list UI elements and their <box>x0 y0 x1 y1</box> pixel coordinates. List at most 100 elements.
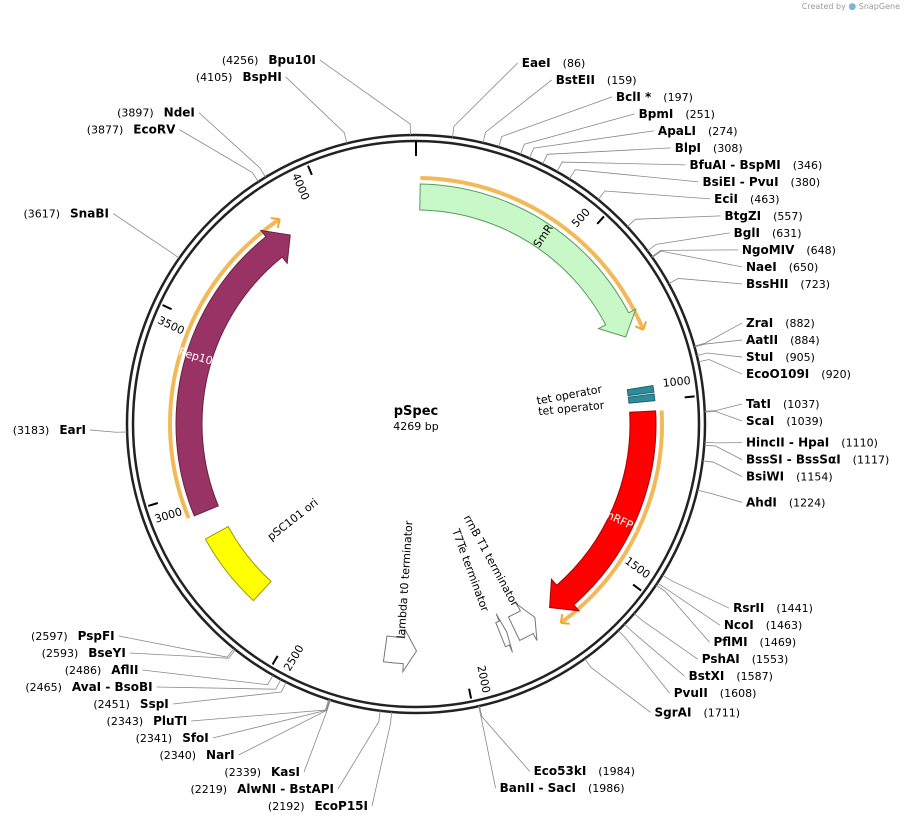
site-name: NdeI <box>164 106 195 120</box>
site-position: (905) <box>785 351 815 364</box>
site-ecoo109i[interactable]: EcoO109I(920) <box>698 359 851 381</box>
site-label: EciI(463) <box>714 192 779 206</box>
site-bpu10i[interactable]: (4256)Bpu10I <box>222 53 411 136</box>
site-aflii[interactable]: (2486)AflII <box>65 663 274 686</box>
site-sspi[interactable]: (2451)SspI <box>93 682 287 711</box>
site-position: (2465) <box>25 681 62 694</box>
site-rsrii[interactable]: RsrII(1441) <box>662 574 813 615</box>
site-ecii[interactable]: EciI(463) <box>597 190 780 206</box>
site-name: RsrII <box>733 601 764 615</box>
site-ngomiv[interactable]: NgoMIV(648) <box>651 243 836 258</box>
site-leader-line <box>704 411 743 422</box>
site-pshai[interactable]: PshAI(1553) <box>633 613 788 666</box>
site-position: (197) <box>663 91 693 104</box>
site-eco53ki[interactable]: Eco53kI(1984) <box>479 705 635 778</box>
site-label: BtgZI(557) <box>724 209 802 223</box>
feature-mrfp1[interactable]: mRFP1 <box>549 410 664 625</box>
feature-arrow <box>507 603 538 642</box>
site-bsiwi[interactable]: BsiWI(1154) <box>702 460 833 484</box>
site-pluti[interactable]: (2343)PluTI <box>107 699 330 728</box>
tick-label: 3000 <box>153 505 184 526</box>
site-tati[interactable]: TatI(1037) <box>704 397 820 412</box>
site-scai[interactable]: ScaI(1039) <box>704 411 823 428</box>
site-bpmi[interactable]: BpmI(251) <box>519 107 715 155</box>
site-bgli[interactable]: BglI(631) <box>647 226 802 252</box>
site-leader-line <box>198 112 266 178</box>
site-position: (557) <box>773 210 803 223</box>
feature-lambda-t0-terminator[interactable] <box>382 627 418 674</box>
site-bstxi[interactable]: BstXI(1587) <box>624 623 773 683</box>
site-alwni-bstapi[interactable]: (2219)AlwNI - BstAPI <box>191 710 381 796</box>
site-ecop15i[interactable]: (2192)EcoP15I <box>268 711 392 813</box>
site-banii-saci[interactable]: BanII - SacI(1986) <box>478 706 625 795</box>
site-bseyi[interactable]: (2593)BseYI <box>42 646 236 660</box>
snapgene-credit: Created by ● SnapGene <box>802 2 900 12</box>
feature-psc101-ori[interactable] <box>204 525 272 602</box>
feature-t7te-terminator[interactable] <box>495 613 513 653</box>
site-position: (1469) <box>760 636 797 649</box>
site-pspfi[interactable]: (2597)PspFI <box>31 629 235 658</box>
site-label: EaeI(86) <box>522 56 586 70</box>
site-leader-line <box>626 215 721 228</box>
site-btgzi[interactable]: BtgZI(557) <box>626 209 803 228</box>
tick-mark <box>307 165 313 176</box>
site-leader-line <box>697 489 743 503</box>
site-name: EaeI <box>522 56 551 70</box>
site-leader-line <box>655 584 710 643</box>
site-bsteii[interactable]: BstEII(159) <box>482 73 637 143</box>
site-bsssi-bsss-i[interactable]: BssSI - BssSαI(1117) <box>704 444 889 467</box>
site-blpi[interactable]: BlpI(308) <box>542 141 743 165</box>
site-leader-line <box>519 113 635 155</box>
site-zrai[interactable]: ZraI(882) <box>694 316 815 347</box>
site-stui[interactable]: StuI(905) <box>696 350 815 364</box>
site-name: Bpu10I <box>268 53 315 67</box>
site-label: SgrAI(1711) <box>655 705 740 719</box>
site-ncoi[interactable]: NcoI(1463) <box>657 582 802 632</box>
site-pflmi[interactable]: PflMI(1469) <box>655 584 797 649</box>
tick-mark <box>271 655 279 665</box>
site-ndei[interactable]: (3897)NdeI <box>117 106 266 178</box>
site-apali[interactable]: ApaLI(274) <box>529 124 738 159</box>
site-naei[interactable]: NaeI(650) <box>651 250 818 274</box>
feature-rrnb-t1-terminator[interactable] <box>507 603 538 642</box>
site-name: PvuII <box>674 686 708 700</box>
feature-tet-operator[interactable] <box>627 393 656 404</box>
site-name: ScaI <box>746 414 774 428</box>
site-kasi[interactable]: (2339) KasI <box>224 699 331 779</box>
site-ahdi[interactable]: AhdI(1224) <box>697 489 825 509</box>
site-name: TatI <box>746 397 771 411</box>
site-hincii-hpai[interactable]: HincII - HpaI(1110) <box>704 436 878 450</box>
site-ecorv[interactable]: (3877)EcoRV <box>87 123 259 182</box>
site-bsphi[interactable]: (4105)BspHI <box>196 70 348 144</box>
feature-smr[interactable]: SmR <box>419 176 648 338</box>
site-sgrai[interactable]: SgrAI(1711) <box>584 658 740 720</box>
site-label: BpmI(251) <box>639 107 715 121</box>
site-label: BfuAI - BspMI(346) <box>689 158 822 172</box>
site-eari[interactable]: (3183)EarI <box>13 423 128 437</box>
site-snabi[interactable]: (3617)SnaBI <box>23 206 180 259</box>
site-eaei[interactable]: EaeI(86) <box>452 56 586 138</box>
feature-rep101[interactable]: Rep101 <box>168 217 291 519</box>
site-leader-line <box>597 190 711 200</box>
site-pvuii[interactable]: PvuII(1608) <box>617 630 756 700</box>
site-nari[interactable]: (2340)NarI <box>159 699 331 762</box>
site-leader-line <box>568 169 699 183</box>
site-name: PshAI <box>702 652 740 666</box>
site-position: (1986) <box>588 782 625 795</box>
site-position: (2339) <box>224 766 261 779</box>
feature-tet-operator[interactable] <box>626 385 655 397</box>
site-position: (1587) <box>736 670 773 683</box>
site-leader-line <box>662 574 730 609</box>
site-bcli-[interactable]: BclI *(197) <box>498 90 693 148</box>
site-position: (251) <box>685 108 715 121</box>
site-name: KasI <box>271 765 300 779</box>
site-bfuai-bspmi[interactable]: BfuAI - BspMI(346) <box>556 158 822 172</box>
site-label: (2486)AflII <box>65 663 139 677</box>
site-avai-bsobi[interactable]: (2465)AvaI - BsoBI <box>25 679 282 694</box>
site-bsiei-pvui[interactable]: BsiEI - PvuI(380) <box>568 169 820 189</box>
site-aatii[interactable]: AatII(884) <box>694 333 820 348</box>
site-bsshii[interactable]: BssHII(723) <box>668 277 830 291</box>
site-position: (1154) <box>796 471 833 484</box>
site-leader-line <box>624 623 685 677</box>
